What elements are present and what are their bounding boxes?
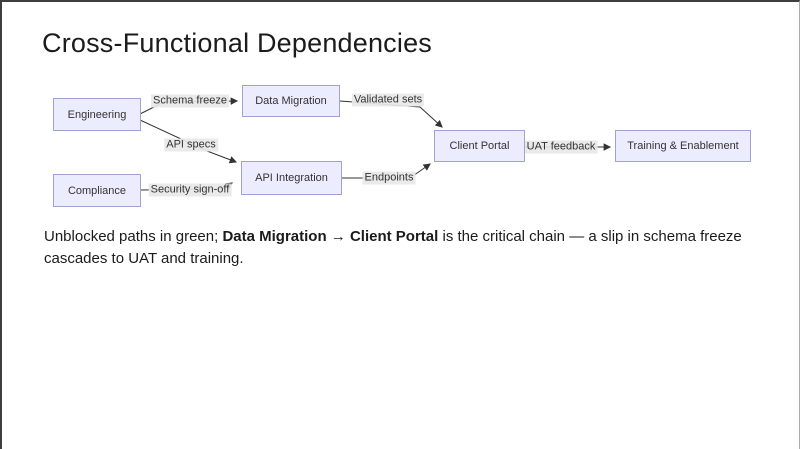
- caption-critical-chain: Data Migration → Client Portal: [222, 228, 439, 245]
- edge-label-uat-feedback: UAT feedback: [524, 140, 598, 154]
- page-title: Cross-Functional Dependencies: [42, 28, 432, 58]
- edge-label-api-specs: API specs: [164, 138, 218, 152]
- node-compliance: Compliance: [53, 174, 141, 207]
- node-client-portal: Client Portal: [434, 130, 525, 162]
- caption-text-prefix: Unblocked paths in green;: [44, 228, 223, 245]
- caption-text-line1-end: is the critical chain — a slip in schema…: [438, 228, 742, 245]
- node-engineering: Engineering: [53, 98, 141, 131]
- caption: Unblocked paths in green; Data Migration…: [44, 226, 764, 270]
- edge-label-endpoints: Endpoints: [362, 171, 416, 185]
- node-data-migration: Data Migration: [242, 85, 340, 117]
- node-api-integration: API Integration: [241, 161, 342, 195]
- node-training-enablement: Training & Enablement: [615, 130, 751, 162]
- edge-label-validated-sets: Validated sets: [351, 93, 425, 107]
- edge-label-security-sign-off: Security sign-off: [148, 183, 232, 197]
- caption-text-line2: cascades to UAT and training.: [44, 250, 244, 267]
- edge-label-schema-freeze: Schema freeze: [151, 94, 229, 108]
